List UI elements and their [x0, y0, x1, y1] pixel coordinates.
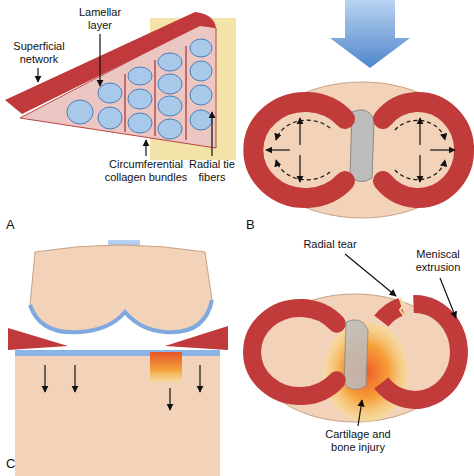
panel-a-wedge: [190, 39, 212, 57]
leader-line: [345, 254, 456, 426]
part-label: Circumferential collagen bundles: [98, 158, 194, 184]
panel-a-wedge: [5, 12, 236, 160]
load-arrow: [199, 365, 200, 392]
panel-b-plateau: [330, 0, 410, 68]
panel-c-plateau: [400, 298, 404, 316]
panel-a-wedge: [158, 53, 182, 71]
panel-letter: A: [6, 218, 26, 231]
panel-a-wedge: [128, 67, 152, 85]
stress-arrow: [430, 149, 455, 150]
panel-letter: B: [246, 218, 266, 231]
panel-a-wedge: [98, 83, 122, 103]
panel-c-knee: [8, 328, 68, 350]
panel-letter: C: [6, 457, 26, 470]
panel-c-knee: [30, 300, 212, 332]
panel-c-knee: [165, 326, 228, 350]
panel-a-wedge: [128, 113, 152, 133]
panel-a-wedge: [185, 46, 187, 140]
panel-a-wedge: [124, 74, 126, 132]
panel-b-plateau: [250, 0, 471, 218]
load-arrow: [169, 388, 170, 410]
leader-line: [345, 254, 396, 296]
part-label: Lamellar layer: [70, 6, 130, 32]
stress-arrow: [266, 149, 290, 150]
panel-c-knee: [150, 352, 182, 382]
panel-c-knee: [15, 350, 220, 476]
panel-a-wedge: [190, 85, 212, 105]
stress-arrow: [299, 118, 300, 145]
load-arrow: [45, 365, 200, 410]
panel-a-wedge: [125, 46, 186, 140]
leader-line: [38, 34, 212, 156]
stress-arrow: [419, 155, 420, 182]
panel-a-wedge: [158, 119, 182, 139]
leader-line: [211, 112, 212, 156]
leader-line: [440, 278, 456, 318]
panel-c-plateau: [381, 304, 459, 400]
leader-line: [37, 68, 38, 82]
stress-arrow: [419, 118, 420, 145]
leader-line: [99, 34, 100, 86]
load-arrow: [74, 365, 75, 392]
panel-c-knee: [15, 350, 220, 356]
panel-a-wedge: [158, 74, 182, 94]
panel-b-plateau: [383, 102, 464, 198]
panel-a-wedge: [98, 107, 122, 129]
panel-a-wedge: [190, 61, 212, 81]
panel-a-wedge: [190, 110, 212, 130]
panel-a-wedge: [67, 100, 93, 124]
stress-arrow: [276, 160, 330, 180]
part-label: Radial tie fibers: [186, 158, 238, 184]
panel-a-wedge: [128, 89, 152, 109]
panel-c-plateau: [252, 294, 459, 422]
panel-a-wedge: [158, 96, 182, 116]
load-arrow: [44, 365, 45, 392]
panel-c-knee: [30, 245, 212, 332]
panel-c-knee: [8, 240, 228, 476]
panel-a-wedge: [154, 60, 156, 136]
stress-arrow: [299, 155, 300, 182]
panel-c-plateau: [344, 320, 368, 390]
panel-c-plateau: [381, 306, 401, 321]
leader-line: [358, 400, 362, 426]
stress-arrow: [276, 120, 330, 140]
part-label: Radial tear: [290, 238, 370, 251]
panel-b-plateau: [253, 102, 345, 198]
panel-c-plateau: [252, 308, 337, 396]
part-label: Cartilage and bone injury: [316, 428, 400, 454]
leader-line: [145, 140, 146, 156]
part-label: Meniscal extrusion: [406, 248, 470, 274]
stress-arrow: [266, 118, 455, 182]
part-label: Superficial network: [8, 40, 70, 66]
